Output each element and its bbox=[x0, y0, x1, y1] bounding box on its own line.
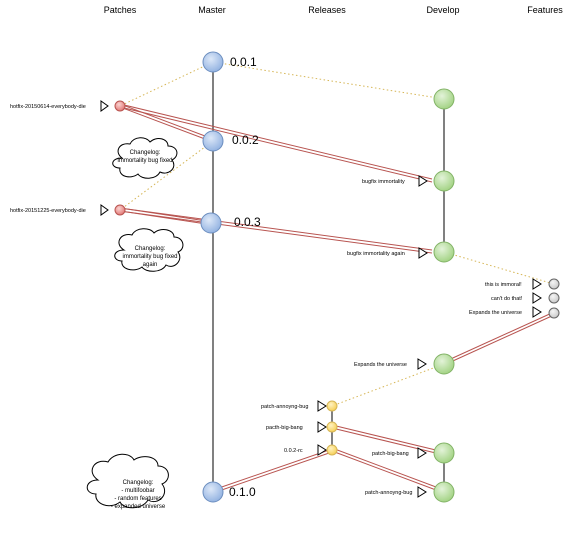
feature-label-expands: Expands the universe bbox=[469, 310, 522, 316]
release-node-3[interactable] bbox=[326, 444, 338, 456]
master-node-0-1-0[interactable] bbox=[202, 481, 224, 503]
develop-label-bugfix-again: bugfix immortality again bbox=[347, 251, 405, 257]
release-label-annoyng-bug: patch-annoyng-bug bbox=[261, 404, 308, 410]
master-node-0-0-2[interactable] bbox=[202, 130, 224, 152]
develop-arrow-2-icon bbox=[418, 247, 428, 259]
develop-node-5[interactable] bbox=[433, 442, 455, 464]
develop-label-big-bang: patch-big-bang bbox=[372, 451, 409, 457]
column-header-releases: Releases bbox=[308, 5, 346, 15]
release-arrow-1-icon bbox=[317, 400, 327, 412]
feature-node-3[interactable] bbox=[548, 307, 560, 319]
hotfix-node-1[interactable] bbox=[114, 100, 126, 112]
release-node-2[interactable] bbox=[326, 421, 338, 433]
cloud-2-line-2: immortality bug fixed bbox=[122, 254, 177, 260]
changelog-cloud-1: Changelog: immortality bug fixed bbox=[112, 137, 178, 179]
feature-arrow-1-icon bbox=[532, 278, 542, 290]
changelog-cloud-3: Changelog: - multifoobar - random featur… bbox=[86, 453, 169, 510]
column-header-master: Master bbox=[198, 5, 226, 15]
changelog-cloud-2: Changelog: immortality bug fixed again bbox=[114, 228, 184, 272]
develop-arrow-3-icon bbox=[417, 358, 427, 370]
feature-node-1[interactable] bbox=[548, 278, 560, 290]
hotfix-label-1: hotfix-20150614-everybody-die bbox=[10, 104, 86, 110]
cloud-2-line-3: again bbox=[143, 262, 158, 268]
develop-label-expands: Expands the universe bbox=[354, 362, 407, 368]
master-node-0-0-1[interactable] bbox=[202, 51, 224, 73]
hotfix-node-2[interactable] bbox=[114, 204, 126, 216]
feature-node-2[interactable] bbox=[548, 292, 560, 304]
hotfix-arrow-1-icon bbox=[100, 100, 109, 112]
develop-node-6[interactable] bbox=[433, 481, 455, 503]
develop-label-annoyng-bug: patch-annoyng-bug bbox=[365, 490, 412, 496]
release-label-big-bang: pacth-big-bang bbox=[266, 425, 303, 431]
hotfix-arrow-2-icon bbox=[100, 204, 109, 216]
version-label-0-1-0: 0.1.0 bbox=[229, 485, 256, 499]
cloud-3-line-4: - expanded universe bbox=[111, 504, 166, 510]
feature-label-cant: can't do that! bbox=[491, 296, 523, 302]
column-header-features: Features bbox=[527, 5, 563, 15]
merge-lines bbox=[119, 103, 555, 494]
cloud-1-line-2: immortality bug fixed bbox=[117, 158, 172, 164]
release-node-1[interactable] bbox=[326, 400, 338, 412]
dotted-connectors bbox=[119, 61, 555, 407]
develop-label-bugfix: bugfix immortality bbox=[362, 179, 405, 185]
cloud-3-line-2: - multifoobar bbox=[121, 488, 154, 494]
column-header-patches: Patches bbox=[104, 5, 137, 15]
feature-arrow-3-icon bbox=[532, 306, 542, 318]
cloud-3-line-1: Changelog: bbox=[123, 480, 154, 486]
release-arrow-2-icon bbox=[317, 421, 327, 433]
version-label-0-0-2: 0.0.2 bbox=[232, 133, 259, 147]
develop-node-3[interactable] bbox=[433, 241, 455, 263]
version-label-0-0-3: 0.0.3 bbox=[234, 215, 261, 229]
cloud-3-line-3: - random features bbox=[114, 496, 161, 502]
release-label-rc: 0.0.2-rc bbox=[284, 448, 303, 454]
feature-label-immoral: this is immoral! bbox=[485, 282, 522, 288]
column-header-develop: Develop bbox=[426, 5, 459, 15]
develop-node-4[interactable] bbox=[433, 353, 455, 375]
develop-node-1[interactable] bbox=[433, 88, 455, 110]
develop-arrow-4-icon bbox=[417, 447, 427, 459]
develop-arrow-1-icon bbox=[418, 175, 428, 187]
cloud-1-line-1: Changelog: bbox=[130, 150, 161, 156]
develop-node-2[interactable] bbox=[433, 170, 455, 192]
cloud-2-line-1: Changelog: bbox=[135, 246, 166, 252]
version-label-0-0-1: 0.0.1 bbox=[230, 55, 257, 69]
release-arrow-3-icon bbox=[317, 444, 327, 456]
master-node-0-0-3[interactable] bbox=[200, 212, 222, 234]
hotfix-label-2: hotfix-20151225-everybody-die bbox=[10, 208, 86, 214]
develop-arrow-5-icon bbox=[417, 486, 427, 498]
feature-arrow-2-icon bbox=[532, 292, 542, 304]
